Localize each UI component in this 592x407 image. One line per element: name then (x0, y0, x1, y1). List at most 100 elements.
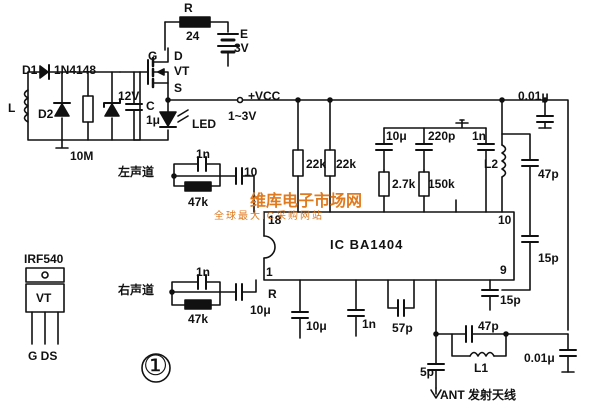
cap-10u-top (375, 127, 393, 171)
label-10u-top: 10μ (386, 129, 407, 143)
label-1n-b: 1n (196, 265, 211, 279)
watermark-title: 维库电子市场网 (250, 193, 363, 210)
label-irf540: IRF540 (24, 252, 64, 266)
label-1n-top: 1n (472, 129, 487, 143)
label-vcc-range: 1~3V (228, 109, 257, 123)
label-l2: L2 (484, 157, 499, 171)
cap-c-1u (125, 71, 143, 141)
label-pin10: 10 (498, 213, 512, 227)
label-22k-b: 22k (336, 157, 357, 171)
label-10m: 10M (70, 149, 94, 163)
diode-d1 (39, 64, 50, 80)
label-ic-name: IC BA1404 (330, 237, 404, 252)
right-channel-input (171, 274, 257, 310)
label-57p: 57p (392, 321, 413, 335)
label-l: L (8, 101, 16, 115)
label-47k-b: 47k (188, 312, 209, 326)
top-cap-bus (383, 119, 487, 129)
label-g: G (148, 49, 158, 63)
label-12v: 12V (118, 89, 140, 103)
label-pin9: 9 (500, 263, 507, 277)
label-001-top: 0.01μ (518, 89, 549, 103)
cap-15p-a (521, 235, 539, 243)
label-c: C (146, 99, 155, 113)
cap-15p-b (481, 279, 499, 311)
label-1n-a: 1n (196, 147, 211, 161)
irf540-package (25, 267, 65, 345)
label-irf-pins: G DS (28, 349, 58, 363)
label-ant: ANT 发射天线 (440, 388, 516, 402)
label-47p-right: 47p (538, 167, 559, 181)
power-block-frame (27, 71, 141, 141)
label-150k: 150k (428, 177, 455, 191)
resistor-10m (82, 71, 94, 141)
watermark-subtitle: 全球最大IC采购网站 (214, 211, 324, 222)
battery-e (217, 33, 239, 67)
label-10u-b: 10μ (250, 303, 271, 317)
cap-10u-bot (291, 279, 309, 339)
label-r-top-val: 24 (186, 29, 200, 43)
label-d: D (174, 49, 183, 63)
ant-node-b (503, 331, 509, 337)
zener-12v (103, 71, 121, 141)
resistor-r-top (164, 16, 229, 33)
label-c-val: 1μ (146, 113, 161, 127)
label-led: LED (192, 117, 216, 131)
coil-l (23, 89, 29, 123)
label-d1: D1 (22, 63, 38, 77)
tank-wire (501, 133, 531, 291)
label-right-channel: 右声道 (118, 283, 155, 297)
cap-001-top (536, 99, 554, 129)
pot-2-7k (378, 169, 390, 213)
ground-10m (55, 139, 69, 149)
left-node (171, 173, 177, 179)
label-left-channel: 左声道 (118, 165, 155, 179)
cap-001-bot (559, 333, 577, 373)
cap-57p (387, 279, 415, 317)
label-s: S (174, 81, 183, 95)
pot-150k (418, 169, 430, 213)
label-22k-a: 22k (306, 157, 327, 171)
diode-d2 (53, 71, 71, 141)
cap-1n-top (477, 127, 495, 213)
right-node (169, 289, 175, 295)
label-47p-bot: 47p (478, 319, 499, 333)
label-10-a: 10 (244, 165, 258, 179)
label-batt-v: 3V (234, 41, 249, 55)
ground-top (455, 119, 469, 124)
cap-1n-bot (347, 279, 365, 337)
label-5p: 5p (420, 365, 435, 379)
cap-220p (415, 127, 433, 171)
led (133, 99, 189, 141)
label-15p-a: 15p (538, 251, 559, 265)
label-47k-a: 47k (188, 195, 209, 209)
label-15p-b: 15p (500, 293, 521, 307)
label-vt: VT (174, 64, 190, 78)
label-220p: 220p (428, 129, 456, 143)
label-vcc: +VCC (248, 89, 281, 103)
label-001-bot: 0.01μ (524, 351, 555, 365)
label-r-right: R (268, 287, 277, 301)
ant-node-a (433, 331, 439, 337)
label-d1-part: 1N4148 (54, 63, 97, 77)
resistor-22k-b (324, 99, 336, 213)
label-2-7k: 2.7k (392, 177, 416, 191)
antenna-network (427, 279, 569, 399)
label-irf-vt: VT (36, 291, 52, 305)
label-r-top: R (184, 1, 193, 15)
coil-l2 (501, 99, 507, 213)
resistor-22k-a (292, 99, 304, 213)
label-l1: L1 (474, 361, 489, 375)
label-1n-bot: 1n (362, 317, 377, 331)
ic-ba1404 (263, 211, 515, 281)
left-channel-input (173, 156, 255, 213)
label-10u-bot: 10μ (306, 319, 327, 333)
label-pin18: 18 (268, 213, 282, 227)
label-batt-e: E (240, 27, 249, 41)
cap-47p-right (521, 159, 539, 167)
vcc-terminal (236, 96, 244, 104)
fig-circle (141, 353, 171, 383)
label-d2: D2 (38, 107, 54, 121)
